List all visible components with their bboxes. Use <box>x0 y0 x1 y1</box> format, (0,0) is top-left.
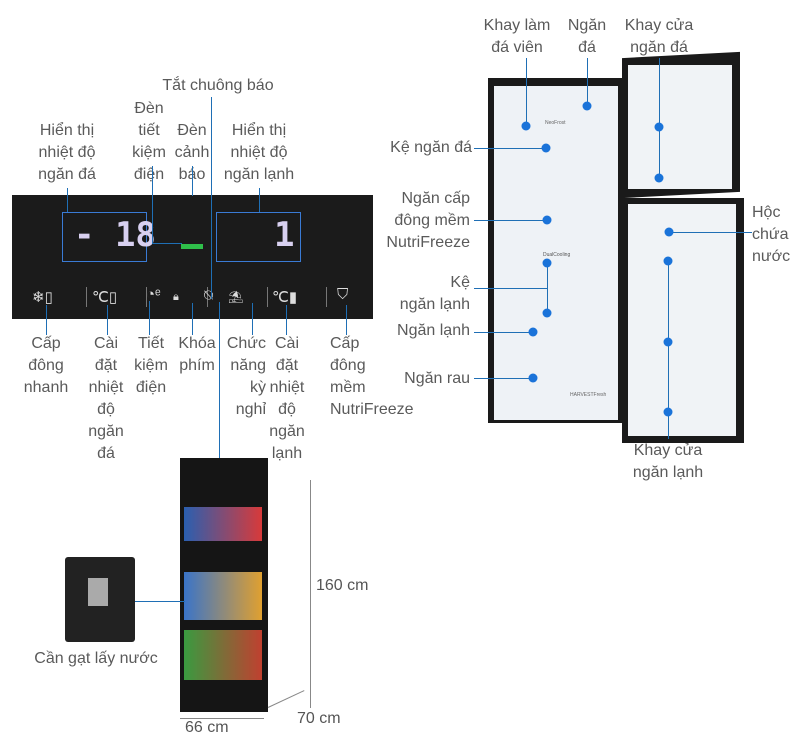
dispenser-lever <box>88 578 108 606</box>
label-fridge-door-tray: Khay cửa ngăn lạnh <box>632 442 704 481</box>
label-alarm-off: Tắt chuông báo <box>162 77 274 94</box>
height-dimension-line <box>310 480 311 708</box>
eco-icon[interactable]: ◔ᵉ <box>146 286 161 303</box>
label-eco-light: Đèn tiết kiệm điện <box>132 100 166 183</box>
freezer-temp-readout: - 18 <box>74 215 156 255</box>
neofrost-logo: NeoFrost <box>545 120 566 126</box>
label-ice-tray: Khay làm đá viên <box>483 17 551 56</box>
lock-icon[interactable]: 🔒︎ <box>173 291 179 303</box>
label-eco: Tiết kiệm điện <box>134 335 168 396</box>
label-freezer: Ngăn đá <box>567 17 607 56</box>
freezer-temp-icon[interactable]: ℃▯ <box>92 289 118 306</box>
width-label: 66 cm <box>185 719 229 736</box>
bell-off-icon[interactable]: ⍉ <box>204 287 214 304</box>
depth-dimension-line <box>267 690 305 708</box>
depth-label: 70 cm <box>297 710 341 727</box>
label-freezer-shelf: Kệ ngăn đá <box>390 139 472 156</box>
label-key-lock: Khóa phím <box>178 335 216 374</box>
label-nutrifreeze: Cấp đông mềm NutriFreeze <box>330 335 414 418</box>
width-dimension-line <box>180 718 264 719</box>
label-fridge: Ngăn lạnh <box>397 322 470 339</box>
dualcooling-logo: DualCooling <box>543 252 571 258</box>
snowflake-icon[interactable]: ❄▯ <box>32 289 53 306</box>
fridge-interior <box>494 86 618 420</box>
label-fridge-temp-display: Hiển thị nhiệt độ ngăn lạnh <box>223 122 295 183</box>
label-holiday: Chức năng kỳ nghỉ <box>226 335 266 418</box>
fridge-door-inner <box>628 204 736 436</box>
label-quick-freeze: Cấp đông nhanh <box>23 335 69 396</box>
label-nutrifreeze-drawer: Ngăn cấp đông mềm NutriFreeze <box>386 190 470 251</box>
label-vegetable-drawer: Ngăn rau <box>404 370 470 387</box>
height-label: 160 cm <box>316 577 369 594</box>
freezer-door-inner <box>628 65 732 189</box>
control-panel <box>12 195 373 319</box>
label-freezer-door-tray: Khay cửa ngăn đá <box>624 17 694 56</box>
label-fridge-temp-set: Cài đặt nhiệt độ ngăn lạnh <box>269 335 305 462</box>
label-dispenser-lever: Cần gạt lấy nước <box>34 650 158 667</box>
label-freezer-temp-display: Hiển thị nhiệt độ ngăn đá <box>38 122 96 183</box>
freezer-display-box <box>62 212 147 262</box>
label-water-tank: Hộc chứa nước <box>752 204 791 265</box>
label-freezer-temp-set: Cài đặt nhiệt độ ngăn đá <box>88 335 124 462</box>
fridge-display-box <box>216 212 301 262</box>
fridge-temp-readout: 1 <box>274 215 295 255</box>
nutrifreeze-icon[interactable]: ⛉ <box>337 286 349 303</box>
label-fridge-shelf: Kệ ngăn lạnh <box>399 274 470 313</box>
harvestfresh-logo: HARVESTFresh <box>570 392 607 398</box>
eco-light-indicator <box>181 244 203 249</box>
label-warning-light: Đèn cảnh báo <box>174 122 210 183</box>
holiday-icon[interactable]: ⛱ <box>228 290 244 304</box>
fridge-temp-icon[interactable]: ℃▮ <box>272 289 298 306</box>
